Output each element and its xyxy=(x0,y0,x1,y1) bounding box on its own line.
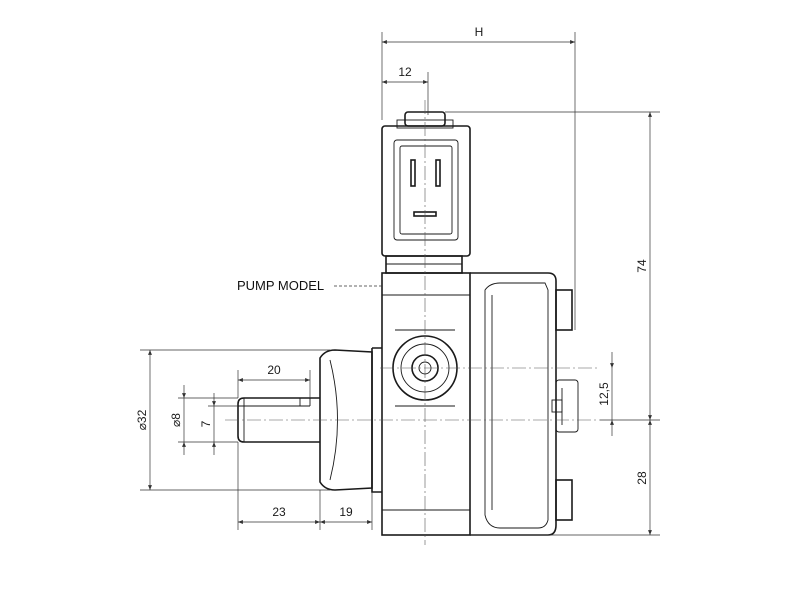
dim-19-label: 19 xyxy=(339,505,353,519)
cover-boss-top xyxy=(555,289,573,331)
dim-diameter-8: ⌀8 xyxy=(169,385,238,455)
pump-model-callout: PUMP MODEL xyxy=(237,278,382,293)
dim-7-label: 7 xyxy=(199,420,213,427)
dim-23-label: 23 xyxy=(272,505,286,519)
dim-20: 20 xyxy=(237,363,311,398)
solenoid-neck xyxy=(385,255,463,274)
pump-model-label: PUMP MODEL xyxy=(237,278,324,293)
dim-20-label: 20 xyxy=(267,363,281,377)
cover-boss-bottom xyxy=(555,479,573,521)
pump-body xyxy=(381,272,579,536)
dim-12: 12 xyxy=(382,65,429,115)
dim-28-label: 28 xyxy=(635,471,649,485)
solenoid-coil xyxy=(381,125,471,257)
dim-diameter-32-label: ⌀32 xyxy=(135,409,149,430)
solenoid-valve xyxy=(381,111,471,274)
shaft-hub xyxy=(319,349,373,491)
main-housing xyxy=(381,272,471,536)
cover-inner-outline xyxy=(484,282,549,529)
center-lines xyxy=(225,100,600,545)
cover-side-port xyxy=(555,379,579,433)
dim-23-19: 23 19 xyxy=(237,442,373,530)
connector-outline xyxy=(393,139,459,241)
dim-7: 7 xyxy=(199,393,238,455)
dim-12-5: 12,5 xyxy=(597,352,614,436)
dim-diameter-32: ⌀32 xyxy=(135,349,330,491)
dim-74: 74 xyxy=(445,111,660,421)
dim-diameter-8-label: ⌀8 xyxy=(169,413,183,427)
dim-28: 28 xyxy=(470,420,660,536)
dim-h: H xyxy=(381,25,576,330)
dim-74-label: 74 xyxy=(635,259,649,273)
dim-h-label: H xyxy=(475,25,484,39)
dim-12-label: 12 xyxy=(398,65,412,79)
right-cover xyxy=(470,272,557,536)
dim-12-5-label: 12,5 xyxy=(597,382,611,406)
shaft-assembly xyxy=(237,347,382,493)
